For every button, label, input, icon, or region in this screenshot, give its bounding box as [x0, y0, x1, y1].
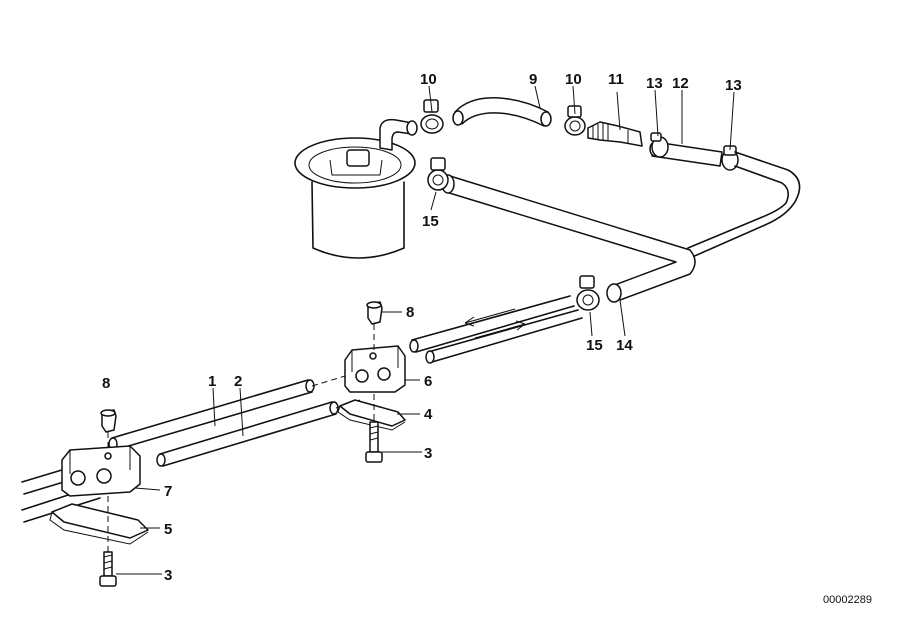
callout-12: 12	[672, 75, 689, 92]
fuel-tank	[294, 118, 418, 259]
fuel-hose-9	[452, 97, 552, 127]
callout-8-a: 8	[406, 304, 414, 321]
screw-3-a	[365, 421, 383, 463]
screw-3-b	[99, 551, 117, 587]
fuel-pipes-front	[409, 295, 583, 364]
callout-3-b: 3	[164, 567, 172, 584]
fuel-hose-14	[606, 283, 622, 303]
callout-6: 6	[424, 373, 432, 390]
bracket-5	[49, 503, 149, 545]
pipe-holder-6	[344, 345, 406, 393]
callout-13-b: 13	[725, 77, 742, 94]
callout-5: 5	[164, 521, 172, 538]
hose-clamp-15-a	[427, 157, 449, 191]
callout-10-b: 10	[565, 71, 582, 88]
callout-7: 7	[164, 483, 172, 500]
pipe-holder-7	[61, 445, 141, 497]
grommet-8-a	[366, 301, 383, 325]
callout-11: 11	[608, 71, 624, 88]
callout-15-b: 15	[586, 337, 603, 354]
leader-lines	[116, 85, 735, 575]
hose-clamp-13-a	[650, 132, 669, 158]
fuel-pipe-1	[108, 379, 315, 451]
bracket-4	[337, 399, 406, 431]
callout-1: 1	[208, 373, 216, 390]
fuel-pipe-return	[687, 151, 801, 259]
grommet-8-b	[100, 409, 117, 433]
callout-15-a: 15	[422, 213, 439, 230]
callout-9: 9	[529, 71, 537, 88]
callout-4: 4	[424, 406, 433, 423]
document-id: 00002289	[823, 594, 872, 606]
callout-8-b: 8	[102, 375, 110, 392]
callout-14: 14	[616, 337, 633, 354]
fuel-hose-15-upper	[441, 174, 696, 301]
fuel-pipe-2	[156, 401, 339, 467]
check-valve-11	[587, 121, 643, 147]
callout-2: 2	[234, 373, 242, 390]
callout-13-a: 13	[646, 75, 663, 92]
callout-10-a: 10	[420, 71, 437, 88]
hose-clamp-10-a	[420, 99, 444, 134]
callout-3-a: 3	[424, 445, 432, 462]
hose-clamp-15-b	[576, 275, 600, 311]
